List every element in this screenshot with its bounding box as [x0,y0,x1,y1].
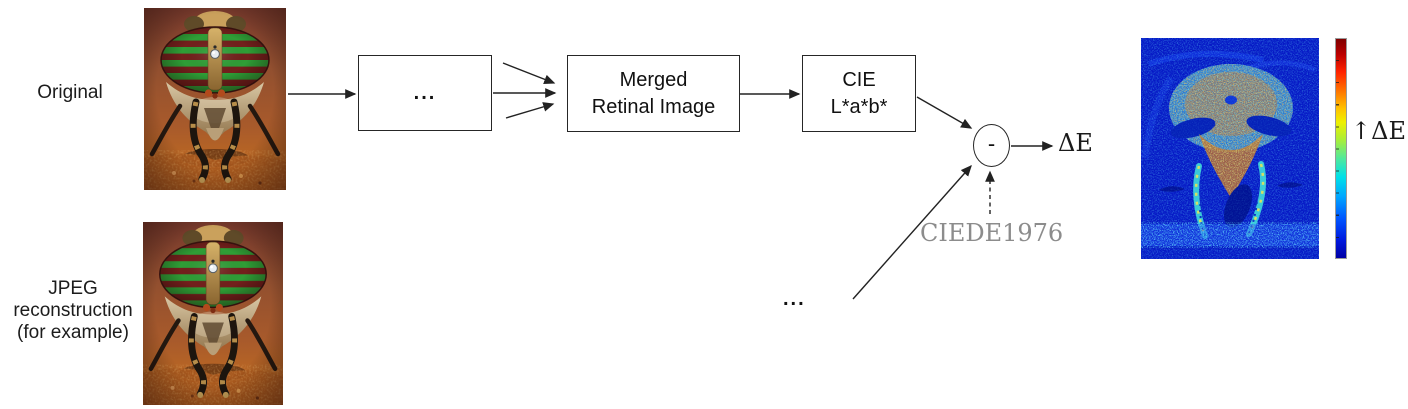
colorbar [1335,38,1347,259]
hidden-stage-dots: ... [413,81,437,104]
colorbar-ticks [1336,39,1339,258]
delta-e-output-label: ΔE [1058,129,1093,157]
second-input-ellipsis: ... [783,288,806,310]
minus-operator-node: - [973,124,1010,167]
original-label: Original [37,82,103,103]
jpeg-reconstruction-image [143,222,283,405]
merged-retinal-box: Merged Retinal Image [567,55,740,132]
original-image [144,8,286,190]
jpeg-reconstruction-label: JPEG reconstruction (for example) [13,278,133,343]
arrow-cie-to-minus [916,96,973,129]
hidden-stage-box: ... [358,55,492,131]
colorbar-label: ↑ΔE [1351,117,1406,145]
delta-e-heatmap [1141,38,1319,259]
ciede1976-annotation: CIEDE1976 [920,219,1064,247]
cie-lab-box: CIE L*a*b* [802,55,916,132]
arrow-stage-to-merged-bottom [505,102,555,119]
arrow-stage-to-merged-top [502,62,556,84]
